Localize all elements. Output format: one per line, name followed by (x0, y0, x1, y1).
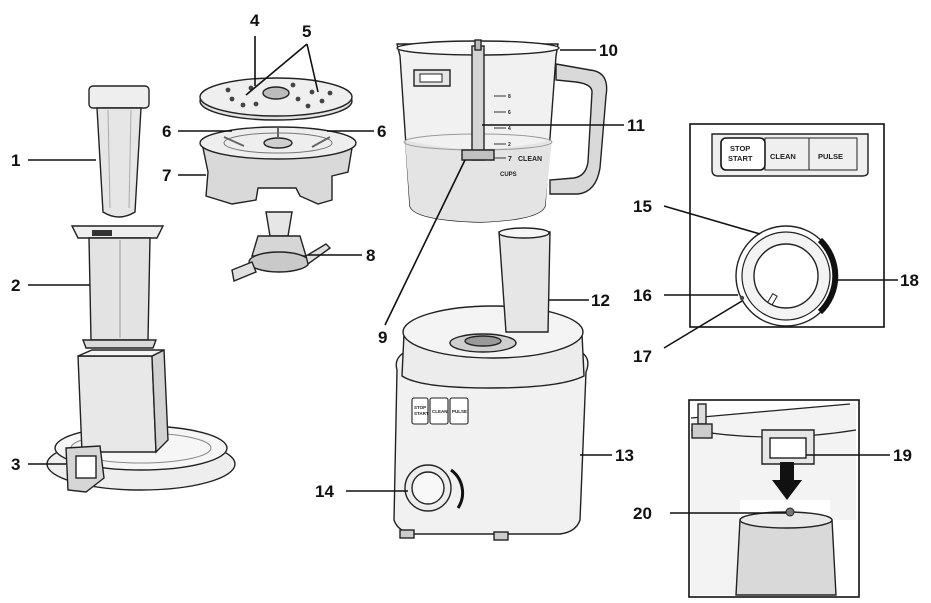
panel-label-start: START (728, 154, 753, 163)
callout-19: 19 (893, 446, 912, 465)
motor-base: STOP START CLEAN PULSE (393, 227, 589, 541)
processor-lid (46, 348, 236, 493)
callout-11: 11 (627, 116, 645, 135)
bowl-tick-2: 2 (508, 142, 511, 148)
panel-label-clean: CLEAN (770, 152, 796, 161)
bowl-cups-mark: CUPS (500, 172, 517, 178)
callout-10: 10 (599, 41, 618, 60)
chopping-blade (231, 211, 332, 282)
callout-20: 20 (633, 504, 652, 523)
callout-8: 8 (366, 246, 375, 265)
bowl-tick-8: 8 (508, 94, 511, 100)
callout-4: 4 (250, 11, 260, 30)
callout-13: 13 (615, 446, 634, 465)
callout-1: 1 (11, 151, 20, 170)
speed-range-arc (817, 237, 839, 315)
inset-pulse-button (808, 137, 858, 171)
callout-6-right: 6 (377, 122, 386, 141)
panel-label-stop: STOP (730, 144, 750, 153)
bowl-clean-mark: CLEAN (518, 156, 542, 163)
callout-12: 12 (591, 291, 610, 310)
callout-15: 15 (633, 197, 652, 216)
down-arrow-icon (772, 480, 802, 500)
off-dot (739, 295, 745, 301)
control-panel-inset: STOP START CLEAN PULSE (689, 123, 885, 328)
slicing-disc (199, 77, 353, 121)
large-pusher (70, 225, 165, 349)
callout-17: 17 (633, 347, 652, 366)
food-pusher (88, 85, 150, 218)
panel-label-pulse: PULSE (818, 152, 843, 161)
dial-pointer (767, 292, 778, 306)
callout-9: 9 (378, 328, 387, 347)
base-button-start: START (414, 411, 429, 416)
callout-numbers: 1 2 3 4 5 6 6 7 8 9 10 11 12 13 14 15 16… (11, 11, 919, 523)
leader-lines (28, 36, 898, 514)
bowl-lock-inset (688, 399, 860, 598)
callout-3: 3 (11, 455, 20, 474)
base-button-clean: CLEAN (432, 409, 448, 414)
base-button-pulse: PULSE (452, 409, 467, 414)
callout-16: 16 (633, 286, 652, 305)
base-button-stop: STOP (414, 405, 426, 410)
callout-18: 18 (900, 271, 919, 290)
callout-2: 2 (11, 276, 20, 295)
bowl-level-7: 7 (508, 156, 512, 163)
bowl-tick-6: 6 (508, 110, 511, 116)
callout-14: 14 (315, 482, 334, 501)
callout-7: 7 (162, 166, 171, 185)
disc-adapter (199, 126, 357, 205)
processing-bowl: 8 6 4 2 7 CLEAN CUPS (396, 39, 608, 223)
bowl-tick-4: 4 (508, 126, 511, 132)
callout-5: 5 (302, 22, 311, 41)
callout-6-left: 6 (162, 122, 171, 141)
